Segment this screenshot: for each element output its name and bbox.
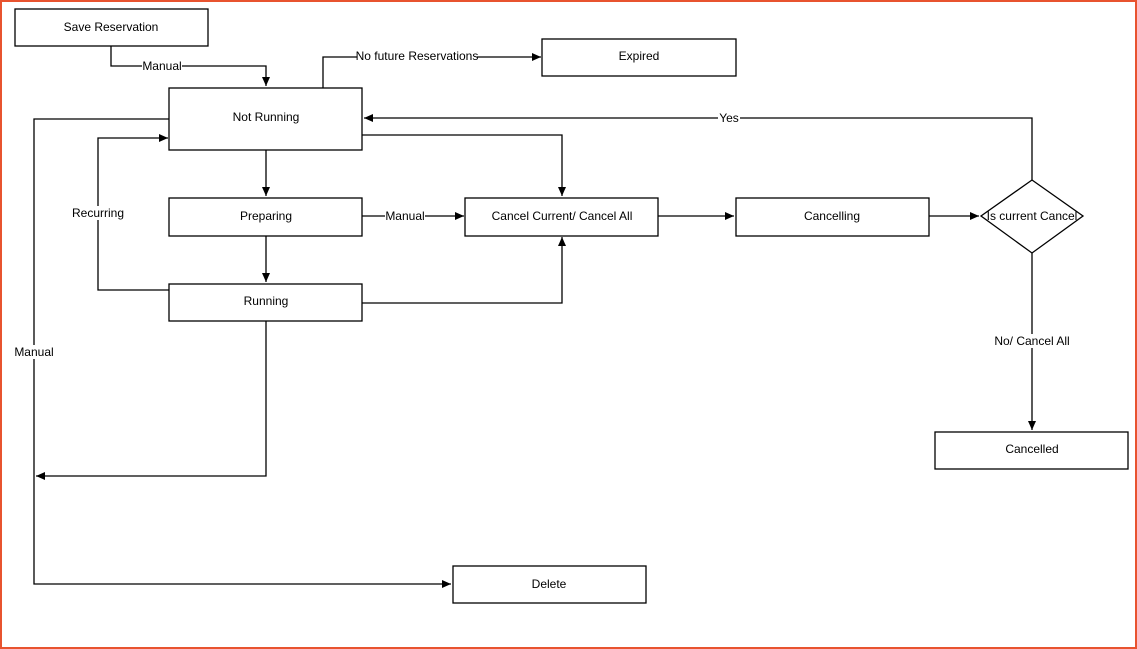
node-cancel-current: Cancel Current/ Cancel All [464, 197, 659, 237]
edge-running-to-cancel [362, 237, 566, 304]
edge-label-yes: Yes [718, 111, 740, 125]
svg-text:Expired: Expired [619, 49, 660, 63]
edge-label-no-future: No future Reservations [356, 49, 479, 63]
edge-label-recurring: Recurring [72, 206, 126, 220]
edge-label-no-cancel-all: No/ Cancel All [993, 334, 1071, 348]
svg-text:Yes: Yes [719, 111, 739, 125]
edge-label-manual-mid: Manual [385, 209, 425, 223]
svg-text:Save Reservation: Save Reservation [64, 20, 159, 34]
svg-text:Cancel Current/ Cancel All: Cancel Current/ Cancel All [492, 209, 633, 223]
node-running: Running [168, 283, 363, 322]
node-is-current-cancel: Is current Cancel [979, 179, 1085, 254]
svg-text:No/ Cancel All: No/ Cancel All [994, 334, 1069, 348]
svg-text:Cancelled: Cancelled [1005, 442, 1058, 456]
edge-notrunning-to-cancel [362, 134, 566, 196]
node-save-reservation: Save Reservation [14, 8, 209, 47]
edge-running-to-manual-line [36, 321, 267, 480]
edge-decision-yes [364, 114, 1033, 180]
node-delete: Delete [452, 565, 647, 604]
svg-text:Preparing: Preparing [240, 209, 292, 223]
edge-save-to-notrunning [110, 46, 270, 86]
svg-text:Is current Cancel: Is current Cancel [987, 209, 1078, 223]
node-cancelled: Cancelled [934, 431, 1129, 470]
node-preparing: Preparing [168, 197, 363, 237]
svg-text:Running: Running [244, 294, 289, 308]
edge-notrunning-to-delete [33, 118, 451, 588]
node-not-running: Not Running [168, 87, 363, 151]
svg-text:Manual: Manual [14, 345, 53, 359]
edge-label-manual-top: Manual [142, 59, 182, 73]
svg-text:Manual: Manual [385, 209, 424, 223]
edge-label-manual-left: Manual [14, 345, 54, 359]
svg-text:Cancelling: Cancelling [804, 209, 860, 223]
svg-text:No future Reservations: No future Reservations [356, 49, 479, 63]
svg-text:Manual: Manual [142, 59, 181, 73]
svg-text:Delete: Delete [532, 577, 567, 591]
node-expired: Expired [541, 38, 737, 77]
node-cancelling: Cancelling [735, 197, 930, 237]
svg-text:Not Running: Not Running [233, 110, 300, 124]
svg-text:Recurring: Recurring [72, 206, 124, 220]
